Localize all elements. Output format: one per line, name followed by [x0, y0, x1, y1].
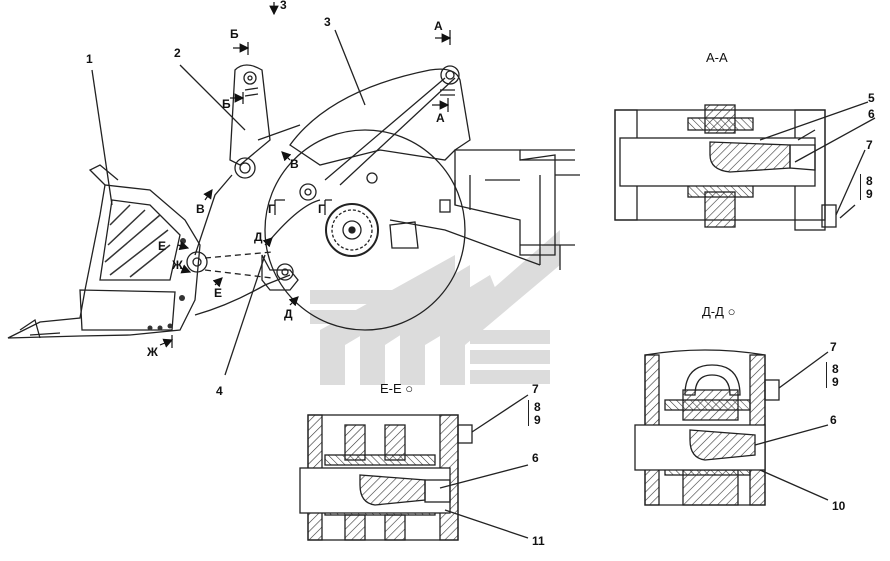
callout-1: 1 [86, 52, 93, 66]
section-aa-drawing [614, 101, 876, 231]
section-aa-callout-7: 7 [866, 138, 873, 152]
section-dd-callout-10: 10 [832, 499, 846, 513]
section-dd-callout-7: 7 [830, 340, 837, 354]
callout-4: 4 [216, 384, 223, 398]
section-dd-drawing [634, 349, 829, 506]
section-dd-title: Д-Д ○ [702, 304, 735, 319]
main-view [7, 2, 580, 376]
section-ee-drawing [299, 394, 529, 541]
section-ee-bracket [528, 400, 529, 426]
section-mark-zh-top: Ж [172, 258, 183, 272]
watermark-logo [310, 230, 560, 385]
section-ee-callout-9: 9 [534, 413, 541, 427]
rotate-icon: ○ [405, 381, 414, 396]
section-aa-title: А-А [706, 50, 728, 65]
section-mark-b-mid: Б [222, 97, 231, 111]
section-mark-d-top: Д [254, 230, 263, 244]
section-ee-title-text: Е-Е [380, 381, 402, 396]
section-aa-callout-5: 5 [868, 91, 875, 105]
section-dd-callout-6: 6 [830, 413, 837, 427]
section-mark-b-top: Б [230, 27, 239, 41]
section-aa-callout-6: 6 [868, 107, 875, 121]
section-dd-callout-8: 8 [832, 362, 839, 376]
section-mark-e-top: Е [158, 239, 167, 253]
rotate-icon: ○ [727, 304, 736, 319]
section-mark-d-bot: Д [284, 307, 293, 321]
section-dd-title-text: Д-Д [702, 304, 724, 319]
section-ee-callout-8: 8 [534, 400, 541, 414]
section-dd-bracket [826, 362, 827, 388]
section-mark-g-right: Г [318, 202, 325, 216]
section-ee-callout-6: 6 [532, 451, 539, 465]
section-mark-v-left: В [196, 202, 205, 216]
section-mark-e-bot: Е [214, 286, 223, 300]
section-mark-v-right: В [290, 157, 299, 171]
section-aa-bracket [860, 174, 861, 200]
callout-2: 2 [174, 46, 181, 60]
section-mark-g-left: Г [268, 202, 275, 216]
section-aa-callout-8: 8 [866, 174, 873, 188]
section-mark-zh-bot: Ж [147, 345, 158, 359]
section-mark-a-mid: А [436, 111, 445, 125]
section-ee-callout-11: 11 [532, 534, 545, 548]
view-arrow-3-label: 3 [280, 0, 287, 12]
section-dd-callout-9: 9 [832, 375, 839, 389]
section-aa-callout-9: 9 [866, 187, 873, 201]
section-ee-callout-7: 7 [532, 382, 539, 396]
section-ee-title: Е-Е ○ [380, 381, 413, 396]
section-mark-a-top: А [434, 19, 443, 33]
callout-3: 3 [324, 15, 331, 29]
